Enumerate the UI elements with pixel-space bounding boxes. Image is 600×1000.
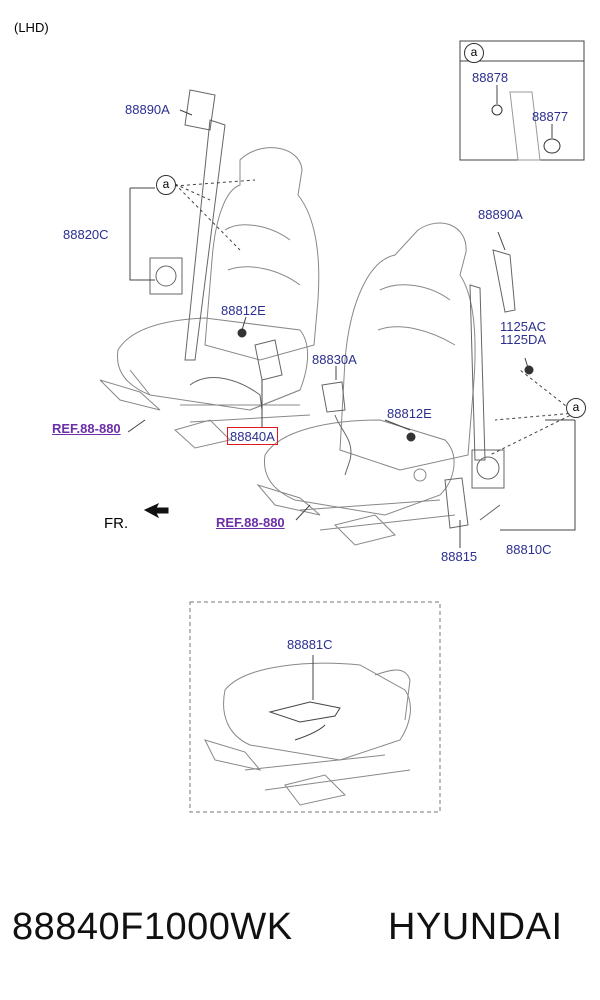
front-arrow-icon (143, 502, 169, 519)
product-caption: 88840F1000WK HYUNDAI (0, 890, 600, 970)
region-note: (LHD) (14, 20, 49, 35)
callout-a-right: a (566, 398, 586, 418)
left-seat (99, 147, 320, 449)
part-label-88820c[interactable]: 88820C (63, 227, 109, 242)
brand-name: HYUNDAI (388, 906, 563, 948)
part-label-88890a-left[interactable]: 88890A (125, 102, 170, 117)
part-label-88878[interactable]: 88878 (472, 70, 509, 85)
part-label-88881c[interactable]: 88881C (287, 637, 333, 652)
part-label-1125ac[interactable]: 1125AC (500, 319, 547, 334)
cap-88877 (543, 138, 561, 154)
part-label-1125da[interactable]: 1125DA (500, 332, 547, 347)
part-label-88812e-right[interactable]: 88812E (387, 406, 432, 421)
ref-link-left[interactable]: REF.88-880 (52, 421, 121, 436)
detail-a-marker: a (464, 43, 484, 63)
front-indicator-label: FR. (104, 515, 129, 532)
detail-a-pillar (509, 91, 541, 161)
part-label-88815[interactable]: 88815 (441, 549, 478, 564)
part-label-88830a[interactable]: 88830A (312, 352, 357, 367)
bolt-1125 (524, 365, 534, 375)
part-label-88877[interactable]: 88877 (532, 109, 569, 124)
clip-88878 (491, 104, 503, 116)
left-belt (149, 89, 283, 411)
part-label-88890a-right[interactable]: 88890A (478, 207, 523, 222)
callout-a-left: a (156, 175, 176, 195)
part-number: 88840F1000WK (12, 906, 293, 948)
ref-link-right[interactable]: REF.88-880 (216, 515, 285, 530)
bolt-right (406, 432, 416, 442)
part-label-88812e-left[interactable]: 88812E (221, 303, 266, 318)
occupant-sensor-mat (268, 655, 341, 741)
right-seat (256, 222, 476, 546)
right-belt (321, 249, 516, 529)
part-label-88810c[interactable]: 88810C (506, 542, 552, 557)
seat-belt-exploded-diagram (99, 40, 585, 813)
passenger-seat (204, 662, 411, 806)
passenger-only-box (189, 601, 441, 813)
bolt-left (237, 328, 247, 338)
part-label-88840a-highlighted[interactable]: 88840A (227, 427, 278, 445)
